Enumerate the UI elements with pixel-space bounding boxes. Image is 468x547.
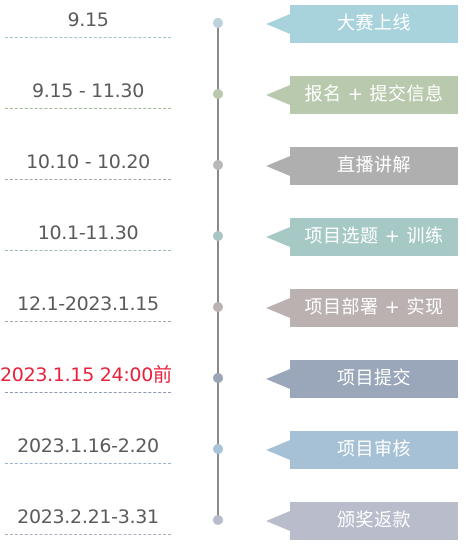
- event-date: 10.1-11.30: [37, 222, 139, 244]
- timeline-dot: [213, 444, 223, 454]
- event-date: 9.15 - 11.30: [31, 80, 145, 102]
- event-date: 9.15: [67, 9, 109, 31]
- label-arrow: [266, 440, 290, 460]
- timeline-axis: [217, 18, 219, 520]
- event-date: 2023.2.21-3.31: [17, 506, 159, 528]
- date-underline: [5, 179, 171, 180]
- timeline-row: 9.15 大赛上线: [0, 5, 468, 45]
- date-underline: [5, 108, 171, 109]
- event-label: 项目提交: [290, 360, 458, 398]
- event-label: 项目审核: [290, 431, 458, 469]
- date-underline: [5, 463, 171, 464]
- date-underline: [5, 321, 171, 322]
- label-arrow: [266, 156, 290, 176]
- event-label: 项目选题 + 训练: [290, 218, 458, 256]
- timeline-row: 10.1-11.30 项目选题 + 训练: [0, 218, 468, 258]
- event-label: 大赛上线: [290, 5, 458, 43]
- label-arrow: [266, 511, 290, 531]
- timeline-row: 12.1-2023.1.15 项目部署 + 实现: [0, 289, 468, 329]
- date-underline: [5, 37, 171, 38]
- event-label: 项目部署 + 实现: [290, 289, 458, 327]
- label-arrow: [266, 298, 290, 318]
- timeline-row: 2023.1.15 24:00前 项目提交: [0, 360, 468, 400]
- event-date: 2023.1.15 24:00前: [0, 364, 172, 386]
- date-underline: [5, 392, 171, 393]
- timeline-dot: [213, 160, 223, 170]
- timeline-dot: [213, 18, 223, 28]
- label-arrow: [266, 14, 290, 34]
- event-date: 10.10 - 10.20: [26, 151, 150, 173]
- timeline-dot: [213, 302, 223, 312]
- label-arrow: [266, 85, 290, 105]
- label-arrow: [266, 227, 290, 247]
- event-date: 12.1-2023.1.15: [17, 293, 159, 315]
- event-label: 报名 + 提交信息: [290, 76, 458, 114]
- timeline-row: 10.10 - 10.20 直播讲解: [0, 147, 468, 187]
- timeline-dot: [213, 515, 223, 525]
- timeline-dot: [213, 231, 223, 241]
- timeline-row: 2023.1.16-2.20 项目审核: [0, 431, 468, 471]
- timeline-dot: [213, 373, 223, 383]
- date-underline: [5, 250, 171, 251]
- event-date: 2023.1.16-2.20: [17, 435, 159, 457]
- event-label: 直播讲解: [290, 147, 458, 185]
- date-underline: [5, 534, 171, 535]
- timeline-row: 9.15 - 11.30 报名 + 提交信息: [0, 76, 468, 116]
- label-arrow: [266, 369, 290, 389]
- timeline-row: 2023.2.21-3.31 颁奖返款: [0, 502, 468, 542]
- event-label: 颁奖返款: [290, 502, 458, 540]
- timeline-dot: [213, 89, 223, 99]
